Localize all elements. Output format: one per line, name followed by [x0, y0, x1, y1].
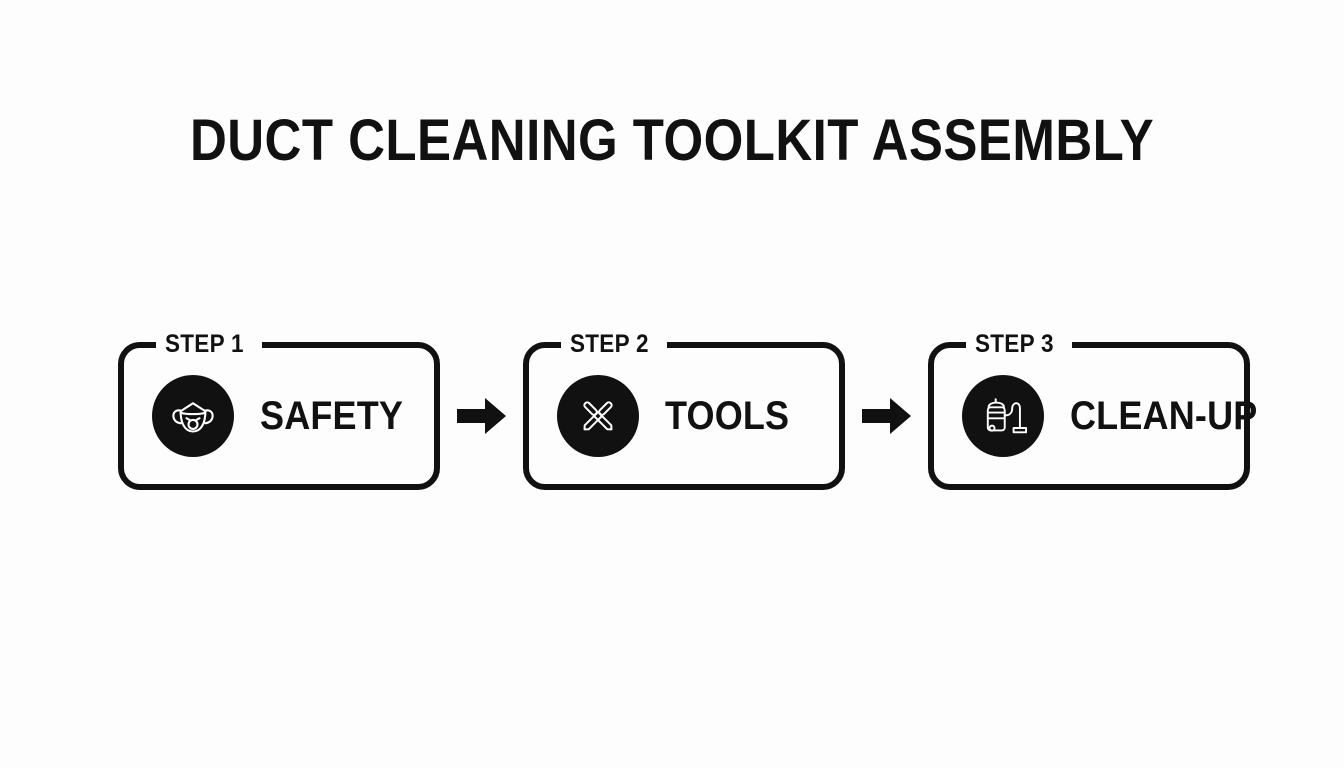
step-3-label-badge: STEP 3	[966, 331, 1072, 357]
step-1-label-badge: STEP 1	[156, 331, 262, 357]
page-title: DUCT CLEANING TOOLKIT ASSEMBLY	[189, 108, 1155, 173]
step-1-icon-badge	[152, 375, 234, 457]
arrow-step2-to-step3	[860, 394, 914, 438]
step-2-label: STEP 2	[570, 329, 649, 358]
step-3-title: CLEAN-UP	[1070, 394, 1258, 438]
arrow-right-icon	[861, 396, 912, 436]
step-2-icon-badge	[557, 375, 639, 457]
step-1-label: STEP 1	[165, 329, 244, 358]
step-3-label: STEP 3	[975, 329, 1054, 358]
process-flow: STEP 1	[118, 331, 1257, 496]
step-card-safety[interactable]: STEP 1	[118, 331, 440, 490]
arrow-step1-to-step2	[455, 394, 509, 438]
respirator-mask-icon	[167, 390, 219, 442]
step-card-tools[interactable]: STEP 2 TOOLS	[523, 331, 845, 490]
step-card-clean-up[interactable]: STEP 3	[928, 331, 1257, 490]
step-1-title: SAFETY	[260, 394, 404, 438]
crossed-tools-icon	[572, 390, 624, 442]
vacuum-cleaner-icon	[978, 391, 1028, 441]
step-3-icon-badge	[962, 375, 1044, 457]
step-2-label-badge: STEP 2	[561, 331, 667, 357]
step-2-title: TOOLS	[665, 394, 790, 438]
arrow-right-icon	[456, 396, 507, 436]
